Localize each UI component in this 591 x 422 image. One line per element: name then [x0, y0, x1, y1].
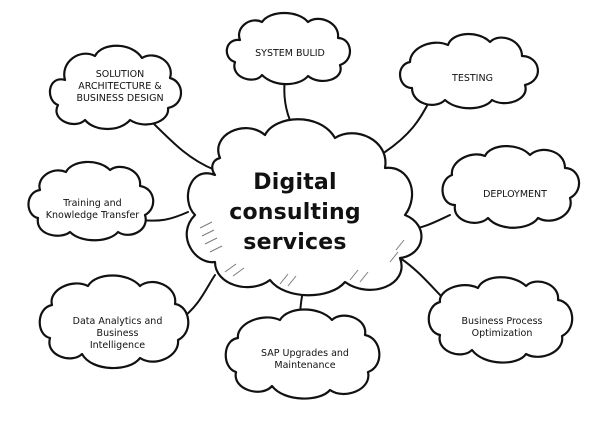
center-title-line1: Digital consulting: [229, 170, 361, 226]
node-system-line1: SYSTEM BULID: [255, 48, 325, 60]
node-bpo-line1: Business Process: [461, 316, 543, 328]
node-sap-line2: Maintenance: [274, 360, 336, 371]
cloud-deployment: [441, 145, 581, 229]
center-title: Digital consulting services: [190, 170, 400, 254]
cloud-bpo: [427, 276, 574, 364]
node-solution-line1: SOLUTION: [95, 69, 145, 81]
center-cloud-hatching: [199, 221, 405, 287]
node-bpo-line2: Optimization: [471, 328, 533, 339]
node-analytics-line2: Business: [96, 328, 139, 340]
node-training-line1: Training and: [63, 198, 122, 210]
node-testing: TESTING: [420, 64, 525, 94]
connector-solution: [149, 119, 216, 171]
center-title-line2: services: [243, 229, 347, 255]
connector-bpo: [399, 257, 446, 301]
connector-testing: [384, 99, 431, 153]
node-analytics-line3: Intelligence: [89, 339, 146, 351]
node-deployment-line1: DEPLOYMENT: [483, 189, 547, 201]
node-testing-line1: TESTING: [452, 73, 493, 85]
node-solution-line3: BUSINESS DESIGN: [76, 92, 164, 104]
cloud-solution: [48, 44, 183, 131]
cloud-sap: [224, 308, 381, 400]
node-sap: SAP Upgrades and Maintenance: [240, 340, 370, 380]
node-solution: SOLUTION ARCHITECTURE & BUSINESS DESIGN: [60, 58, 180, 116]
cloud-training: [27, 160, 155, 242]
center-cloud: [185, 118, 423, 297]
node-deployment: DEPLOYMENT: [460, 180, 570, 210]
cloud-analytics: [38, 274, 190, 370]
center-cloud-shape: [185, 118, 423, 297]
node-bpo: Business Process Optimization: [442, 308, 562, 348]
satellite-clouds: [27, 11, 581, 400]
cloud-testing: [399, 33, 539, 110]
node-training: Training and Knowledge Transfer: [30, 190, 155, 230]
node-training-line2: Knowledge Transfer: [45, 210, 140, 221]
node-sap-line1: SAP Upgrades and: [261, 348, 349, 360]
node-solution-line2: ARCHITECTURE &: [78, 81, 162, 93]
node-analytics-line1: Data Analytics and: [72, 316, 163, 328]
cloud-system: [225, 11, 351, 86]
node-analytics: Data Analytics and Business Intelligence: [55, 308, 180, 360]
node-system: SYSTEM BULID: [235, 40, 345, 68]
